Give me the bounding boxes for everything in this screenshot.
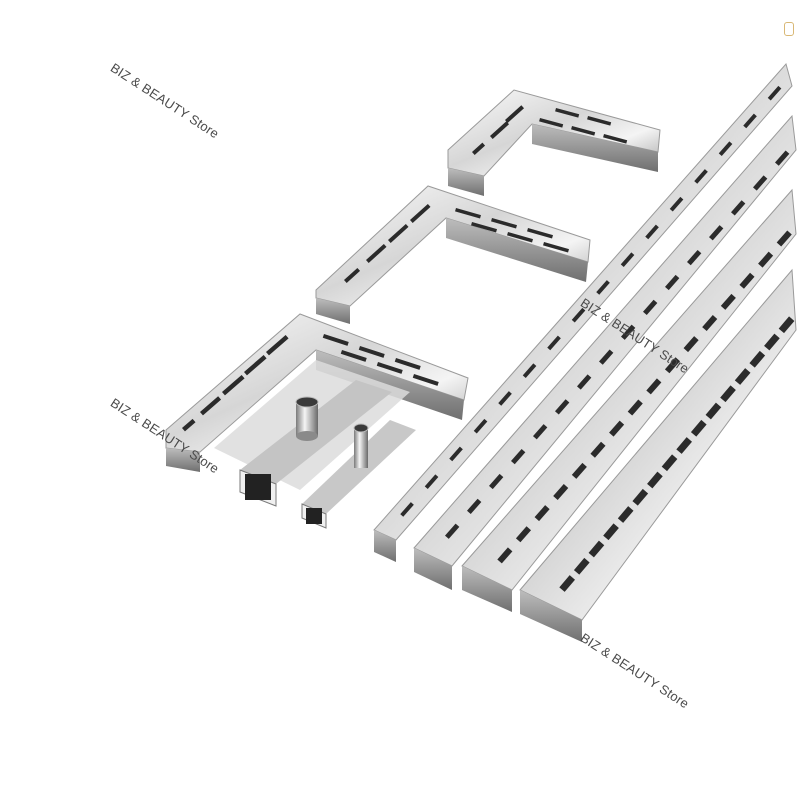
drain-slot — [555, 399, 570, 415]
drain-slot — [632, 488, 649, 506]
drain-slot — [687, 249, 702, 266]
drain-slot — [720, 385, 736, 403]
drain-slot — [775, 150, 790, 166]
drain-slot — [669, 196, 684, 212]
drain-slot — [709, 225, 724, 241]
drain-slot — [739, 272, 755, 289]
drain-slot — [497, 547, 513, 564]
drain-slot — [778, 316, 795, 334]
drain-slot — [515, 526, 532, 543]
drain-slot — [449, 446, 463, 462]
corner-logo-mark — [784, 22, 794, 36]
drain-slot — [642, 299, 658, 315]
drain-slot — [620, 252, 635, 268]
drain-slot — [718, 141, 733, 157]
drain-slot — [758, 251, 774, 268]
drain-slot-pattern — [400, 85, 795, 592]
drain-slot — [676, 437, 692, 454]
drain-slot — [665, 274, 680, 291]
straight-drain-1 — [373, 62, 793, 562]
drain-slot — [603, 523, 619, 541]
drain-slot — [489, 473, 504, 490]
drain-slot — [743, 113, 757, 129]
drain-slot — [694, 169, 708, 184]
straight-drain-2 — [413, 114, 797, 590]
drain-slot — [617, 506, 634, 523]
drain-slot — [534, 505, 550, 522]
drain-slot — [573, 557, 590, 575]
straight-drain-3 — [461, 188, 797, 612]
drain-slot — [664, 357, 681, 374]
drain-slot — [590, 441, 606, 458]
drain-slot — [424, 474, 439, 490]
drain-slot — [646, 378, 662, 395]
drain-slot — [647, 471, 663, 489]
corner-drain-large-with-outlets — [165, 313, 469, 529]
drain-slot — [627, 399, 643, 416]
drain-slot — [767, 85, 782, 101]
drain-slot — [720, 293, 736, 310]
drain-slot — [522, 363, 537, 379]
drain-slot — [599, 349, 614, 365]
drain-slot — [702, 315, 718, 332]
drain-slot — [553, 484, 569, 501]
corner-drain-medium — [315, 185, 591, 324]
drain-slot — [588, 540, 605, 558]
drain-slot — [645, 224, 659, 240]
drain-slot — [467, 498, 482, 514]
drain-slot — [705, 402, 722, 420]
drain-slot — [445, 523, 460, 539]
drain-slot — [661, 454, 678, 472]
straight-drain-4 — [519, 268, 797, 642]
drain-slot — [511, 448, 526, 465]
drain-slot — [473, 418, 488, 434]
drain-slot — [776, 230, 792, 247]
drain-slot — [533, 424, 548, 440]
drain-slot — [559, 575, 575, 592]
drain-slot — [734, 368, 751, 385]
drain-slot — [621, 324, 636, 340]
drain-slot — [731, 200, 746, 216]
corner-drain-small — [447, 89, 661, 196]
drain-slot — [683, 336, 699, 353]
drain-slot — [690, 419, 707, 437]
drain-slot — [753, 175, 768, 191]
drain-slot — [749, 350, 766, 368]
drain-slot — [571, 307, 586, 323]
drain-slot — [609, 420, 625, 437]
drain-slot — [547, 335, 561, 351]
drain-slot — [400, 502, 414, 517]
drain-slot — [764, 333, 780, 351]
drain-slot — [596, 280, 610, 295]
drain-slot — [571, 462, 587, 479]
drain-slot — [577, 374, 592, 390]
drain-slot — [498, 391, 512, 406]
